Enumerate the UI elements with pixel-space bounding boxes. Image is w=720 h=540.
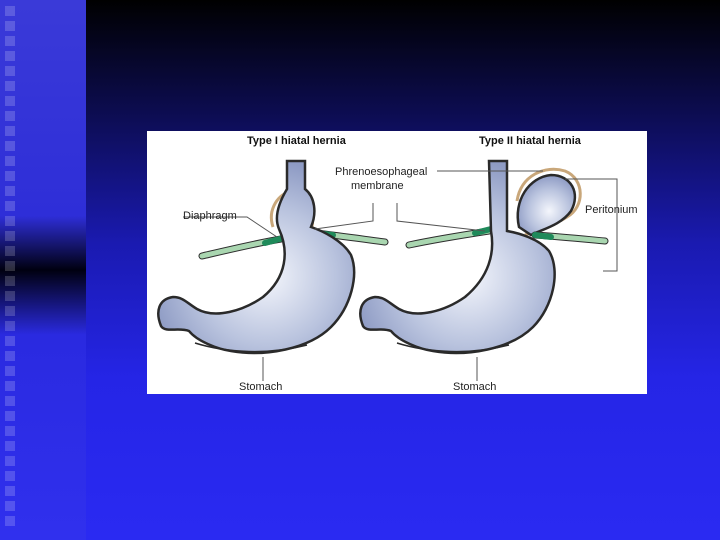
- membrane-label-line1: Phrenoesophageal: [335, 166, 427, 178]
- type1-illustration: [157, 159, 389, 355]
- type2-stomach: [359, 159, 556, 355]
- peritonium-label: Peritonium: [585, 204, 638, 216]
- membrane-label-line2: membrane: [351, 180, 404, 192]
- diagram-svg: Type I hiatal hernia Type II hiatal hern…: [157, 135, 638, 393]
- type1-title: Type I hiatal hernia: [247, 135, 347, 147]
- leader-lines: [183, 170, 618, 381]
- type1-stomach: [157, 159, 356, 355]
- type2-stomach-label: Stomach: [453, 381, 496, 393]
- diaphragm-label: Diaphragm: [183, 210, 237, 222]
- decorative-squares: [5, 6, 15, 526]
- type2-illustration: [359, 159, 609, 355]
- type2-title: Type II hiatal hernia: [479, 135, 582, 147]
- type1-stomach-label: Stomach: [239, 381, 282, 393]
- type2-herniated-fundus: [516, 173, 577, 237]
- slide-left-bar: [0, 0, 86, 540]
- hiatal-hernia-diagram: Type I hiatal hernia Type II hiatal hern…: [147, 131, 647, 394]
